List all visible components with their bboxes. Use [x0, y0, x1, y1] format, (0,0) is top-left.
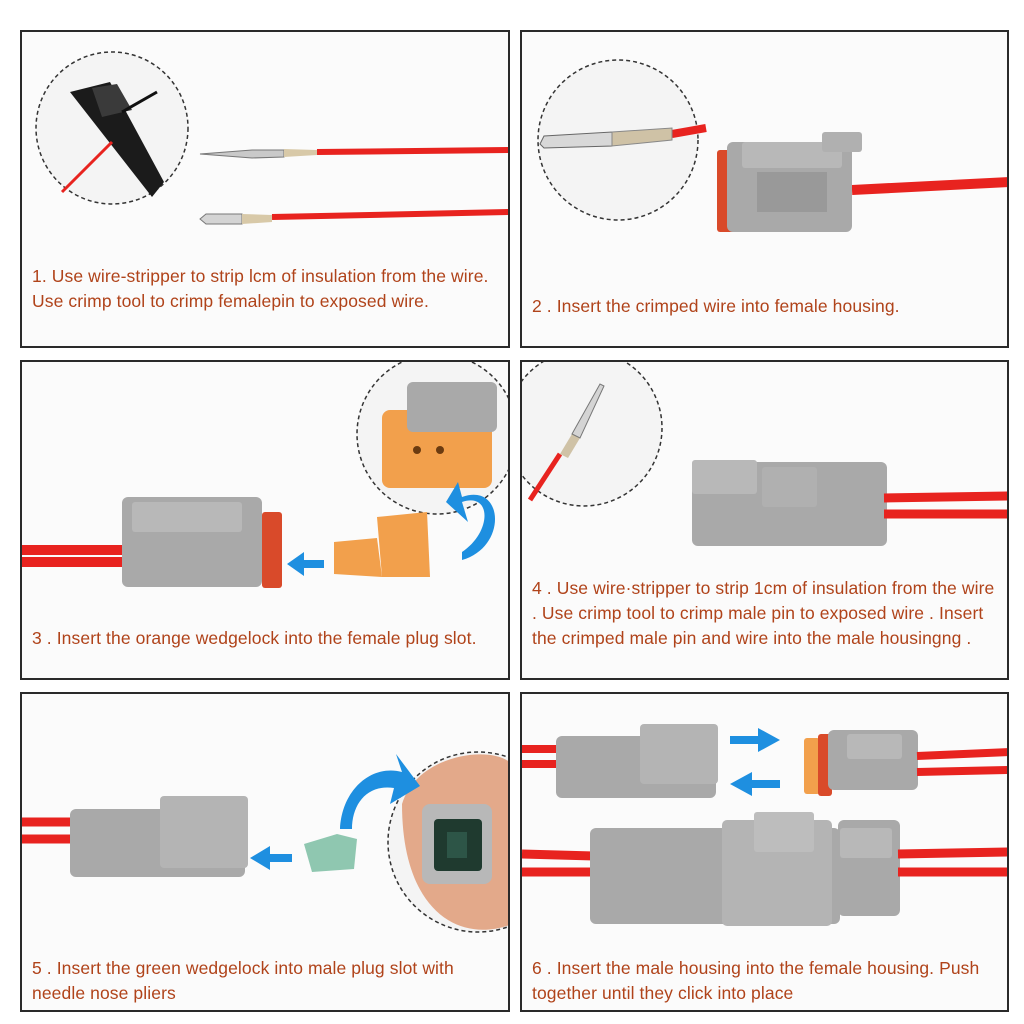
wire — [522, 854, 594, 856]
wire — [917, 770, 1009, 772]
step-6-panel: 6 . Insert the male housing into the fem… — [520, 692, 1009, 1012]
female-pin-icon — [200, 149, 510, 158]
male-housing-icon — [70, 796, 248, 877]
female-housing-icon — [122, 497, 282, 588]
female-housing-icon — [717, 132, 862, 232]
step-2-caption: 2 . Insert the crimped wire into female … — [532, 294, 999, 319]
step-3-panel: 3 . Insert the orange wedgelock into the… — [20, 360, 510, 680]
step-5-panel: 5 . Insert the green wedgelock into male… — [20, 692, 510, 1012]
blue-arrow-icon — [730, 772, 780, 796]
blue-arrow-icon — [287, 552, 324, 576]
step-6-caption: 6 . Insert the male housing into the fem… — [532, 956, 999, 1006]
step-4-panel: 4 . Use wire·stripper to strip 1cm of in… — [520, 360, 1009, 680]
step-5-caption: 5 . Insert the green wedgelock into male… — [32, 956, 500, 1006]
step-2-panel: 2 . Insert the crimped wire into female … — [520, 30, 1009, 348]
female-housing-icon — [838, 820, 900, 916]
female-housing-icon — [804, 730, 918, 796]
step-3-caption: 3 . Insert the orange wedgelock into the… — [32, 626, 500, 651]
blue-arrow-icon — [730, 728, 780, 752]
female-pin-icon — [200, 212, 510, 224]
wire — [917, 752, 1009, 756]
wire — [898, 852, 1009, 854]
orange-wedgelock-icon — [334, 512, 430, 577]
male-housing-icon — [590, 812, 840, 926]
step-1-caption: 1. Use wire-stripper to strip lcm of ins… — [32, 264, 500, 314]
step-4-caption: 4 . Use wire·stripper to strip 1cm of in… — [532, 576, 999, 651]
step-1-panel: 1. Use wire-stripper to strip lcm of ins… — [20, 30, 510, 348]
male-housing-icon — [692, 460, 887, 546]
male-housing-icon — [556, 724, 718, 798]
wire — [852, 182, 1009, 190]
green-wedgelock-icon — [304, 834, 357, 872]
wire — [884, 496, 1009, 498]
blue-arrow-icon — [250, 846, 292, 870]
